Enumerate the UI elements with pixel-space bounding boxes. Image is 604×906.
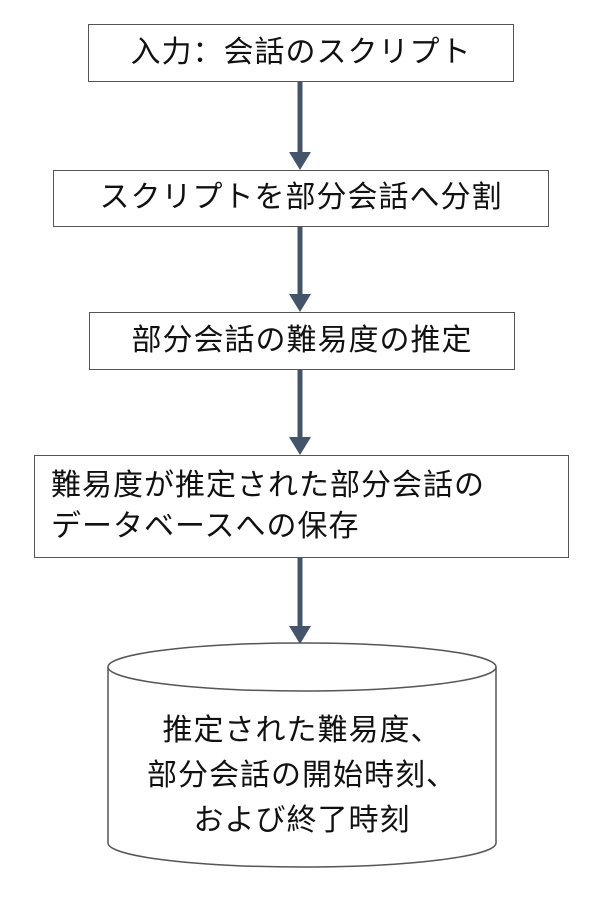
step-estimate-difficulty: 部分会話の難易度の推定 [89, 312, 515, 370]
database-cylinder [107, 642, 497, 868]
database-line-3: および終了時刻 [193, 803, 411, 838]
arrow-1-head [289, 152, 311, 170]
step-split-script: スクリプトを部分会話へ分割 [53, 170, 549, 227]
step-4-text-line-1: 難易度が推定された部分会話の [51, 468, 485, 503]
arrow-3-head [289, 437, 311, 455]
step-3-text: 部分会話の難易度の推定 [131, 322, 473, 358]
step-save-database: 難易度が推定された部分会話の データベースへの保存 [34, 455, 569, 558]
step-1-text: 入力：会話のスクリプト [130, 34, 472, 70]
step-2-text: スクリプトを部分会話へ分割 [99, 180, 503, 216]
step-4-text-line-2: データベースへの保存 [51, 508, 360, 544]
database-line-1: 推定された難易度、 [162, 713, 442, 748]
database-contents: 推定された難易度、 部分会話の開始時刻、 および終了時刻 [108, 708, 496, 843]
arrow-4-head [289, 626, 311, 644]
arrow-2-head [289, 294, 311, 312]
step-input-script: 入力：会話のスクリプト [88, 24, 514, 82]
database-line-2: 部分会話の開始時刻、 [147, 758, 457, 793]
